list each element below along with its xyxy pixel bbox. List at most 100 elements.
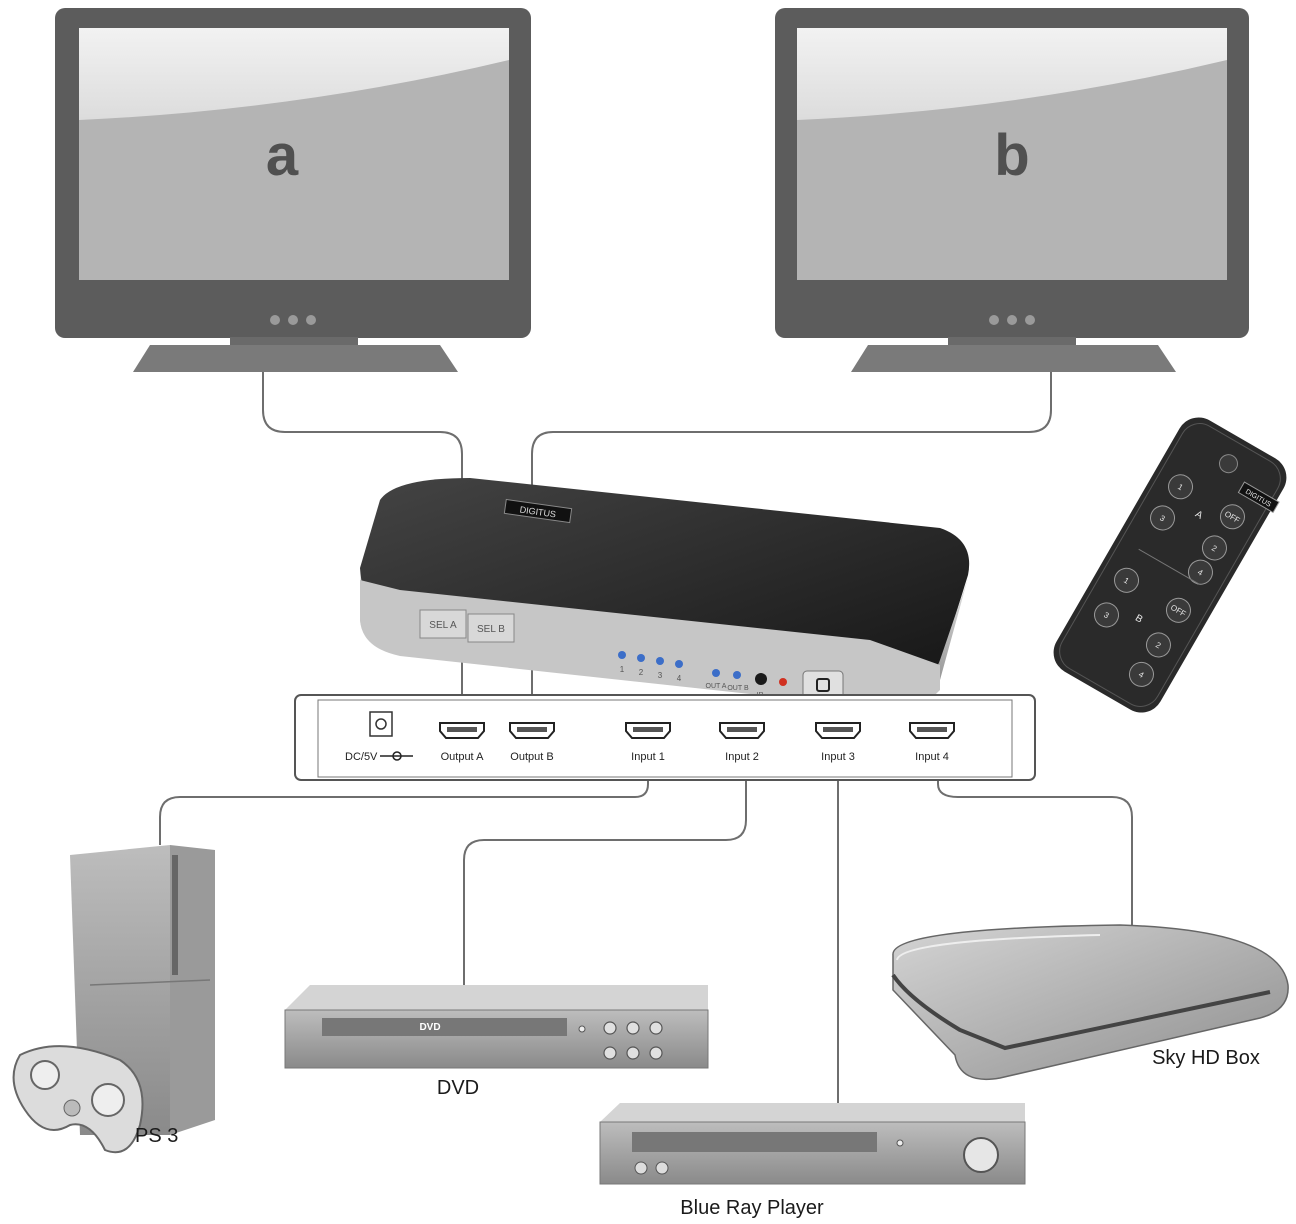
dvd-tray <box>322 1018 567 1036</box>
output-b-port[interactable]: Output B <box>509 722 555 763</box>
input-led-label: 4 <box>677 674 682 683</box>
cables <box>159 372 1133 1103</box>
sel-b-button[interactable] <box>467 613 515 643</box>
bluray-knob <box>963 1137 999 1173</box>
monitor-a-stand <box>133 345 458 372</box>
remote-body <box>1053 417 1287 713</box>
input-led-1 <box>618 651 626 659</box>
input-led-4 <box>675 660 683 668</box>
remote-button-label: 4 <box>1137 670 1146 680</box>
dvd-button <box>649 1046 663 1060</box>
remote-button[interactable]: 3 <box>1090 599 1123 632</box>
input-1-port[interactable]: Input 1 <box>625 722 671 763</box>
cable-monitor-b-output-b <box>531 372 1052 726</box>
bluray-player: Blue Ray Player <box>599 1103 1026 1219</box>
rear-panel: DC/5V Output A Output B Input 1 Input 2 Inpu… <box>294 694 1036 781</box>
remote-divider <box>1138 548 1200 585</box>
remote-button[interactable]: 4 <box>1125 658 1158 691</box>
remote-button[interactable]: OFF <box>1216 500 1249 533</box>
sel-b-label: SEL B <box>477 624 505 635</box>
switch-brand-logo: DIGITUS <box>503 498 573 524</box>
dc-polarity-icon <box>380 751 413 761</box>
dvd-label: DVD <box>437 1077 479 1099</box>
remote-button-label: 2 <box>1210 543 1219 553</box>
sel-a-label: SEL A <box>429 620 457 631</box>
remote-button[interactable]: 3 <box>1146 502 1179 535</box>
dc-label: DC/5V <box>345 751 378 763</box>
input-led-3 <box>656 657 664 665</box>
bluray-body <box>599 1121 1026 1185</box>
remote-button-label: 3 <box>1102 610 1111 620</box>
input-3-label: Input 3 <box>821 751 855 763</box>
input-2-port[interactable]: Input 2 <box>719 722 765 763</box>
dvd-button <box>626 1021 640 1035</box>
remote-button[interactable]: 1 <box>1164 470 1197 503</box>
cable-monitor-a-output-a <box>262 372 463 726</box>
bluray-tray <box>632 1132 877 1152</box>
dvd-button <box>649 1021 663 1035</box>
monitor-b: b <box>775 8 1249 372</box>
output-b-label: Output B <box>510 751 553 763</box>
bluray-button <box>634 1161 648 1175</box>
ps3-label: PS 3 <box>135 1125 178 1147</box>
dc-jack <box>369 711 393 737</box>
button-dot <box>1025 315 1035 325</box>
cable-input2-dvd <box>463 776 747 985</box>
input-2-label: Input 2 <box>725 751 759 763</box>
out-a-led <box>712 669 720 677</box>
remote-power-button[interactable] <box>1216 451 1241 476</box>
input-1-label: Input 1 <box>631 751 665 763</box>
output-a-label: Output A <box>441 751 484 763</box>
remote-button[interactable]: 2 <box>1198 532 1231 565</box>
input-3-port[interactable]: Input 3 <box>815 722 861 763</box>
input-led-label: 1 <box>620 665 625 674</box>
button-dot <box>306 315 316 325</box>
dvd-player: DVD DVD <box>284 985 709 1099</box>
dvd-button <box>603 1021 617 1035</box>
remote-button-label: 3 <box>1158 513 1167 523</box>
input-led-2 <box>637 654 645 662</box>
monitor-b-stand <box>851 345 1176 372</box>
input-led-label: 2 <box>639 668 644 677</box>
ps3-console: PS 3 <box>12 845 215 1154</box>
button-dot <box>288 315 298 325</box>
sel-a-button[interactable] <box>419 609 467 639</box>
skyhd-label: Sky HD Box <box>1152 1047 1260 1069</box>
gamepad-icon <box>12 1045 144 1154</box>
remote-button[interactable]: 1 <box>1110 564 1143 597</box>
sky-hd-box: Sky HD Box <box>891 924 1289 1081</box>
bluray-label: Blue Ray Player <box>680 1197 824 1219</box>
output-a-port[interactable]: Output A <box>439 722 485 763</box>
remote-group-a: A <box>1193 509 1205 522</box>
remote-button-label: 1 <box>1122 576 1131 586</box>
remote-button[interactable]: 2 <box>1142 629 1175 662</box>
dvd-button <box>626 1046 640 1060</box>
dvd-logo: DVD <box>419 1022 440 1033</box>
ir-sensor <box>755 673 767 685</box>
input-led-label: 3 <box>658 671 663 680</box>
power-icon <box>816 678 830 692</box>
out-a-label: OUT A <box>706 683 727 690</box>
remote-button[interactable]: OFF <box>1162 594 1195 627</box>
remote-button-label: 4 <box>1196 568 1205 578</box>
dvd-button <box>603 1046 617 1060</box>
monitor-a: a <box>55 8 531 372</box>
cable-input4-skyhd <box>937 776 1133 925</box>
button-dot <box>1007 315 1017 325</box>
input-4-label: Input 4 <box>915 751 949 763</box>
monitor-b-label: b <box>994 123 1029 188</box>
button-dot <box>989 315 999 325</box>
monitor-a-label: a <box>266 123 299 188</box>
remote-group-b: B <box>1133 613 1145 626</box>
remote-button[interactable]: 4 <box>1184 556 1217 589</box>
input-4-port[interactable]: Input 4 <box>909 722 955 763</box>
bluray-button <box>655 1161 669 1175</box>
ir-led <box>779 678 787 686</box>
cable-input1-ps3 <box>159 776 649 845</box>
out-b-label: OUT B <box>727 685 749 692</box>
button-dot <box>270 315 280 325</box>
remote-button-label: 2 <box>1154 640 1163 650</box>
